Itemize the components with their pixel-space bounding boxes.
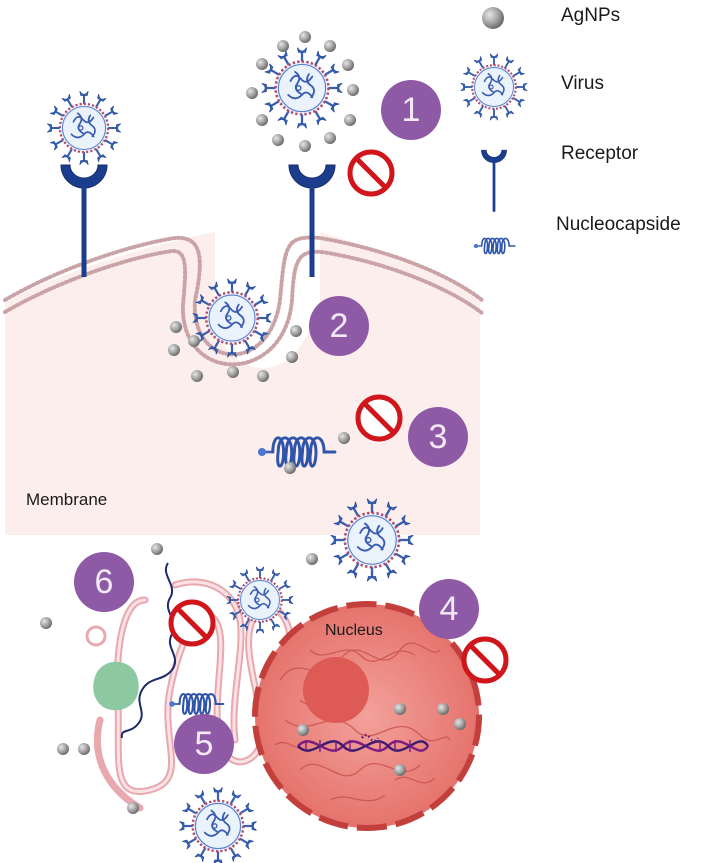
membrane-label: Membrane: [26, 490, 108, 509]
legend-label-agnps: AgNPs: [561, 5, 621, 26]
vesicle: [85, 625, 107, 647]
ribosome: [93, 661, 139, 711]
agnp-cluster-step3: [284, 432, 350, 474]
dna-helix: [297, 733, 430, 752]
legend-label-nucleocapside: Nucleocapside: [556, 214, 681, 235]
legend-label-receptor: Receptor: [561, 143, 639, 164]
agnp-cluster-nucleus: [297, 703, 466, 776]
silver-nanoparticle-icon: [482, 7, 504, 29]
rna-strand: [120, 562, 177, 739]
virus-icon: [461, 54, 528, 121]
nucleus-label: Nucleus: [325, 622, 383, 639]
receptor-left: [60, 164, 108, 278]
nucleus: [252, 601, 482, 831]
receptor-icon: [481, 149, 507, 212]
inhibit-icon-1: [350, 152, 392, 194]
inhibit-icon-6: [171, 602, 213, 644]
agnp-cluster-step2: [168, 321, 302, 382]
nucleolus: [303, 657, 369, 723]
agnp-cluster-step1: [246, 31, 359, 152]
inhibit-icon-4: [464, 639, 506, 681]
step-badge-2: 2: [309, 296, 369, 356]
step-badge-1: 1: [381, 80, 441, 140]
inhibit-icon-3: [358, 397, 400, 439]
nucleocapsid-icon: [473, 237, 516, 255]
agnp-scattered: [40, 543, 318, 814]
step-badge-4: 4: [419, 579, 479, 639]
step-badge-3: 3: [408, 407, 468, 467]
step-badge-5: 5: [174, 714, 234, 774]
virus-bound: [47, 91, 121, 165]
virus-agnp-coated: [262, 48, 343, 129]
step-badge-6: 6: [74, 552, 134, 612]
virus-bottom: [180, 788, 257, 863]
legend-label-virus: Virus: [561, 73, 604, 94]
